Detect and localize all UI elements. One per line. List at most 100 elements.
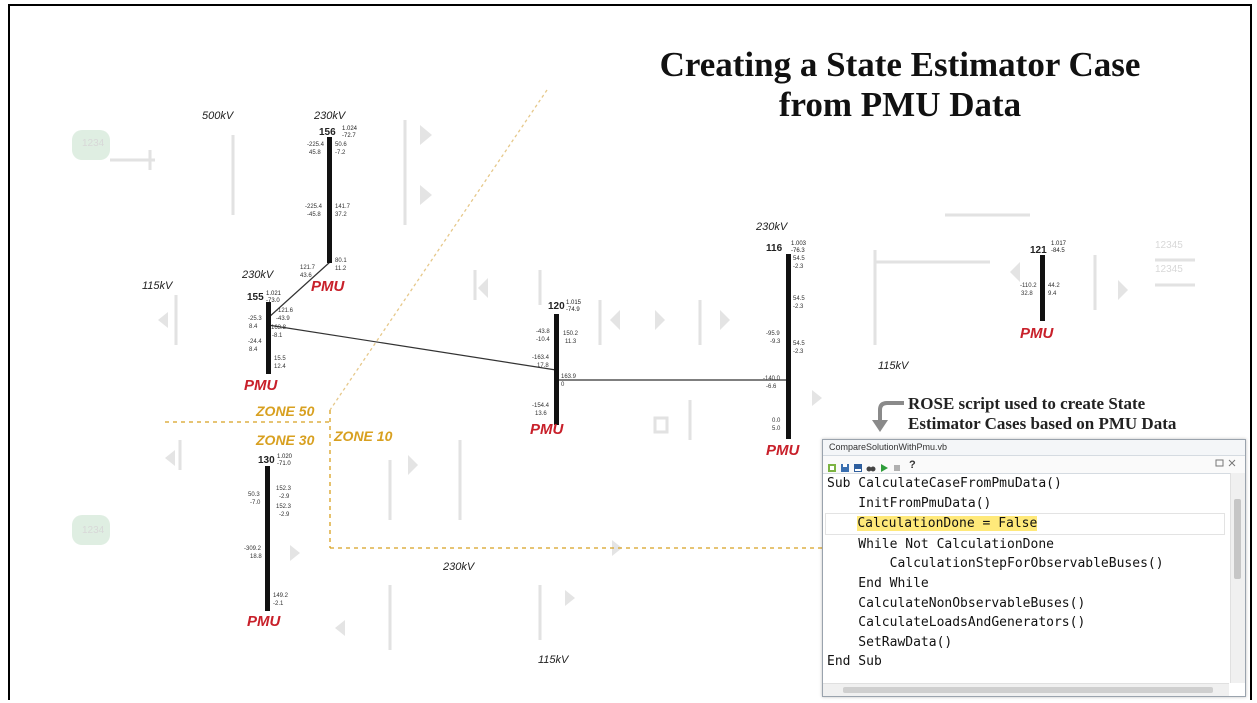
slide-title-line1: Creating a State Estimator Case — [659, 45, 1141, 84]
flow-value: -43.8 — [536, 329, 550, 335]
faded-arrow — [612, 540, 622, 556]
faded-arrow — [420, 125, 432, 145]
voltage-label: 115kV — [142, 280, 174, 292]
flow-value: -45.8 — [307, 212, 321, 218]
voltage-label: 230kV — [442, 561, 476, 573]
bus-155-angle: -73.0 — [266, 298, 280, 304]
flow-value: 43.6 — [300, 273, 312, 279]
flow-value: 45.8 — [309, 150, 321, 156]
pmu-label-155: PMU — [244, 377, 279, 394]
help-icon[interactable]: ? — [909, 458, 916, 471]
flow-value: -2.9 — [279, 494, 290, 500]
zone-label-10: ZONE 10 — [333, 428, 393, 444]
bus-id-155: 155 — [247, 292, 264, 303]
vertical-scrollbar[interactable] — [1230, 473, 1245, 683]
flow-value: 8.4 — [249, 347, 258, 353]
pmu-label-120: PMU — [530, 421, 565, 438]
flow-value: -163.4 — [532, 355, 550, 361]
faded-arrow — [165, 450, 175, 466]
flow-value: -140.0 — [763, 376, 781, 382]
flow-value: -95.9 — [766, 331, 780, 337]
flow-value: -9.3 — [770, 339, 781, 345]
flow-value: 149.2 — [273, 593, 289, 599]
bus-156-angle: -72.7 — [342, 133, 356, 139]
flow-value: 54.5 — [793, 296, 805, 302]
slide-title-line2: from PMU Data — [778, 85, 1022, 124]
svg-text:12345: 12345 — [1155, 264, 1183, 275]
flow-value: 32.8 — [1021, 291, 1033, 297]
slide-frame — [8, 4, 1252, 700]
find-icon[interactable] — [866, 460, 876, 471]
code-line: SetRawData() — [827, 634, 953, 650]
horizontal-scroll-thumb[interactable] — [843, 687, 1213, 693]
flow-value: 5.0 — [772, 426, 781, 432]
faded-background-elements — [72, 120, 1195, 650]
bus-120 — [554, 314, 559, 425]
faded-arrow — [408, 455, 418, 475]
run-icon[interactable] — [879, 460, 889, 472]
faded-arrow — [335, 620, 345, 636]
script-toolbar: ? — [823, 456, 1245, 474]
bus-id-130: 130 — [258, 455, 275, 466]
script-editor-window: CompareSolutionWithPmu.vb ? — [822, 439, 1246, 697]
annotation-line1: ROSE script used to create State — [908, 394, 1146, 413]
save-icon[interactable] — [840, 460, 850, 472]
pmu-label-116: PMU — [766, 442, 801, 459]
svg-text:12345: 12345 — [1155, 240, 1183, 251]
transmission-lines — [267, 261, 788, 381]
voltage-label: 115kV — [878, 360, 910, 372]
flow-value: -110.2 — [1020, 283, 1037, 289]
faded-arrow — [812, 390, 822, 406]
flow-value: -225.4 — [307, 142, 325, 148]
flow-value: 54.5 — [793, 341, 805, 347]
save-all-icon[interactable] — [853, 460, 863, 472]
svg-text:1234: 1234 — [82, 525, 105, 536]
faded-device — [653, 416, 669, 434]
zone-boundaries — [165, 89, 822, 549]
flow-value: -7.0 — [250, 500, 261, 506]
code-line: InitFromPmuData() — [827, 495, 992, 511]
flow-value: -2.3 — [793, 304, 804, 310]
pmu-label-121: PMU — [1020, 325, 1055, 342]
bus-156 — [327, 137, 332, 263]
faded-generator-top — [72, 130, 110, 160]
voltage-label: 230kV — [241, 269, 275, 281]
bus-116-pu: 1.003 — [791, 241, 807, 247]
voltage-label: 500kV — [202, 110, 235, 122]
code-editor[interactable]: Sub CalculateCaseFromPmuData() InitFromP… — [825, 474, 1225, 680]
flow-value: 15.5 — [274, 356, 286, 362]
faded-arrow — [720, 310, 730, 330]
flow-value: -43.9 — [276, 316, 290, 322]
faded-arrow — [158, 312, 168, 328]
bus-120-pu: 1.015 — [566, 300, 582, 306]
code-line: CalculateLoadsAndGenerators() — [827, 615, 1086, 631]
code-line: CalculationStepForObservableBuses() — [827, 556, 1164, 572]
horizontal-scrollbar[interactable] — [823, 683, 1229, 696]
annotation-line2: Estimator Cases based on PMU Data — [908, 414, 1177, 433]
script-window-title: CompareSolutionWithPmu.vb — [823, 440, 1245, 456]
bus-156-pu: 1.024 — [342, 126, 358, 132]
window-controls-icon[interactable] — [1215, 458, 1237, 471]
edit-icon[interactable] — [827, 460, 837, 472]
bus-121-pu: 1.017 — [1051, 241, 1067, 247]
flow-value: -2.3 — [793, 349, 804, 355]
flow-value: 152.3 — [276, 504, 292, 510]
code-line-current: CalculationDone = False — [825, 513, 1225, 535]
bus-120-angle: -74.9 — [566, 307, 580, 313]
bus-130-angle: -71.0 — [277, 461, 291, 467]
faded-arrow — [1010, 262, 1020, 282]
vertical-scroll-thumb[interactable] — [1234, 499, 1241, 579]
flow-value: -25.3 — [248, 316, 262, 322]
flow-value: 163.8 — [271, 325, 287, 331]
flow-value: -2.3 — [793, 264, 804, 270]
flow-value: -2.1 — [273, 601, 284, 607]
flow-value: 9.4 — [1048, 291, 1057, 297]
zone-label-30: ZONE 30 — [255, 432, 315, 448]
flow-value: 8.4 — [249, 324, 258, 330]
stop-icon[interactable] — [892, 460, 902, 471]
bus-121-angle: -84.5 — [1051, 248, 1065, 254]
flow-value: 11.2 — [335, 266, 347, 272]
bus-id-116: 116 — [766, 243, 783, 254]
